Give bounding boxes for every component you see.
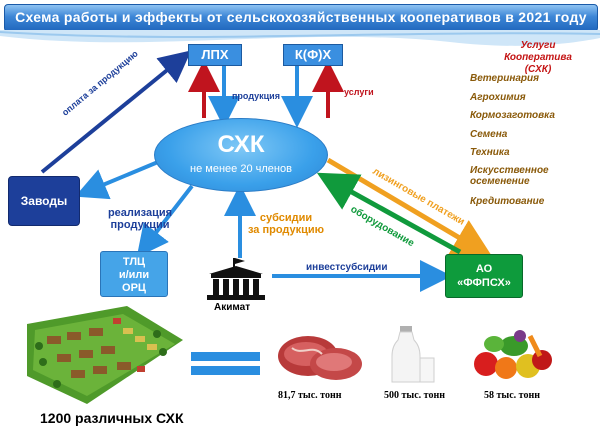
equals-bar-bottom	[191, 366, 260, 375]
node-tlc: ТЛЦ и/или ОРЦ	[100, 251, 168, 297]
label-produkciya: продукция	[232, 91, 280, 101]
stat-meat: 81,7 тыс. тонн	[278, 390, 342, 401]
ao-line-2: «ФФПСХ»	[457, 277, 511, 289]
milk-picture	[391, 326, 435, 383]
service-item: Кредитование	[470, 196, 545, 207]
node-ao: АО «ФФПСХ»	[445, 254, 523, 298]
arrow-to-tlc	[136, 184, 194, 258]
label-realizaciya-1: реализация	[107, 207, 173, 219]
tlc-line-3: ОРЦ	[122, 282, 146, 294]
tlc-line-1: ТЛЦ	[122, 256, 146, 268]
node-kfh: К(Ф)Х	[283, 44, 343, 66]
stat-veg: 58 тыс. тонн	[484, 390, 540, 401]
stat-milk: 500 тыс. тонн	[384, 390, 445, 401]
decorative-wave	[0, 30, 600, 46]
stat-count: 1200 различных СХК	[40, 410, 184, 426]
services-title: Услуги Кооператива (СХК)	[490, 40, 586, 76]
services-title-1: Услуги	[520, 40, 556, 51]
vegetables-picture	[474, 330, 552, 379]
arrow-oplata	[40, 50, 192, 174]
tlc-line-2: и/или	[118, 269, 150, 281]
label-subsidii-2: за продукцию	[247, 224, 325, 236]
equals-bar-top	[191, 352, 260, 361]
node-zavody: Заводы	[8, 176, 80, 226]
service-item: Техника	[470, 147, 510, 158]
label-realizaciya: реализация продукции	[104, 207, 176, 231]
services-title-2: Кооператива (СХК)	[504, 52, 572, 75]
skh-subtitle: не менее 20 членов	[190, 163, 292, 175]
node-lph: ЛПХ	[188, 44, 242, 66]
label-subsidii-1: субсидии	[259, 212, 313, 224]
label-subsidii: субсидии за продукцию	[246, 212, 326, 236]
label-uslugi: услуги	[344, 87, 374, 97]
service-item: Искусственное осеменение	[470, 165, 549, 187]
label-realizaciya-2: продукции	[110, 219, 170, 231]
label-investsubsidii: инвестсубсидии	[306, 262, 388, 273]
service-item: Ветеринария	[470, 73, 540, 84]
service-item: Семена	[470, 129, 508, 140]
ao-line-1: АО	[475, 263, 493, 275]
farm-picture	[27, 306, 183, 404]
skh-title: СХК	[217, 131, 265, 158]
arrow-to-zavody	[74, 160, 159, 200]
akimat-building-icon	[207, 258, 265, 300]
title-bar: Схема работы и эффекты от сельскохозяйст…	[4, 4, 598, 32]
meat-picture	[278, 336, 362, 380]
page-title: Схема работы и эффекты от сельскохозяйст…	[15, 9, 587, 25]
node-skh: СХК не менее 20 членов	[154, 118, 328, 192]
akimat-label: Акимат	[214, 302, 251, 313]
service-item: Агрохимия	[470, 92, 526, 103]
service-item: Кормозаготовка	[470, 110, 555, 121]
arrow-oborudovanie	[316, 172, 462, 255]
